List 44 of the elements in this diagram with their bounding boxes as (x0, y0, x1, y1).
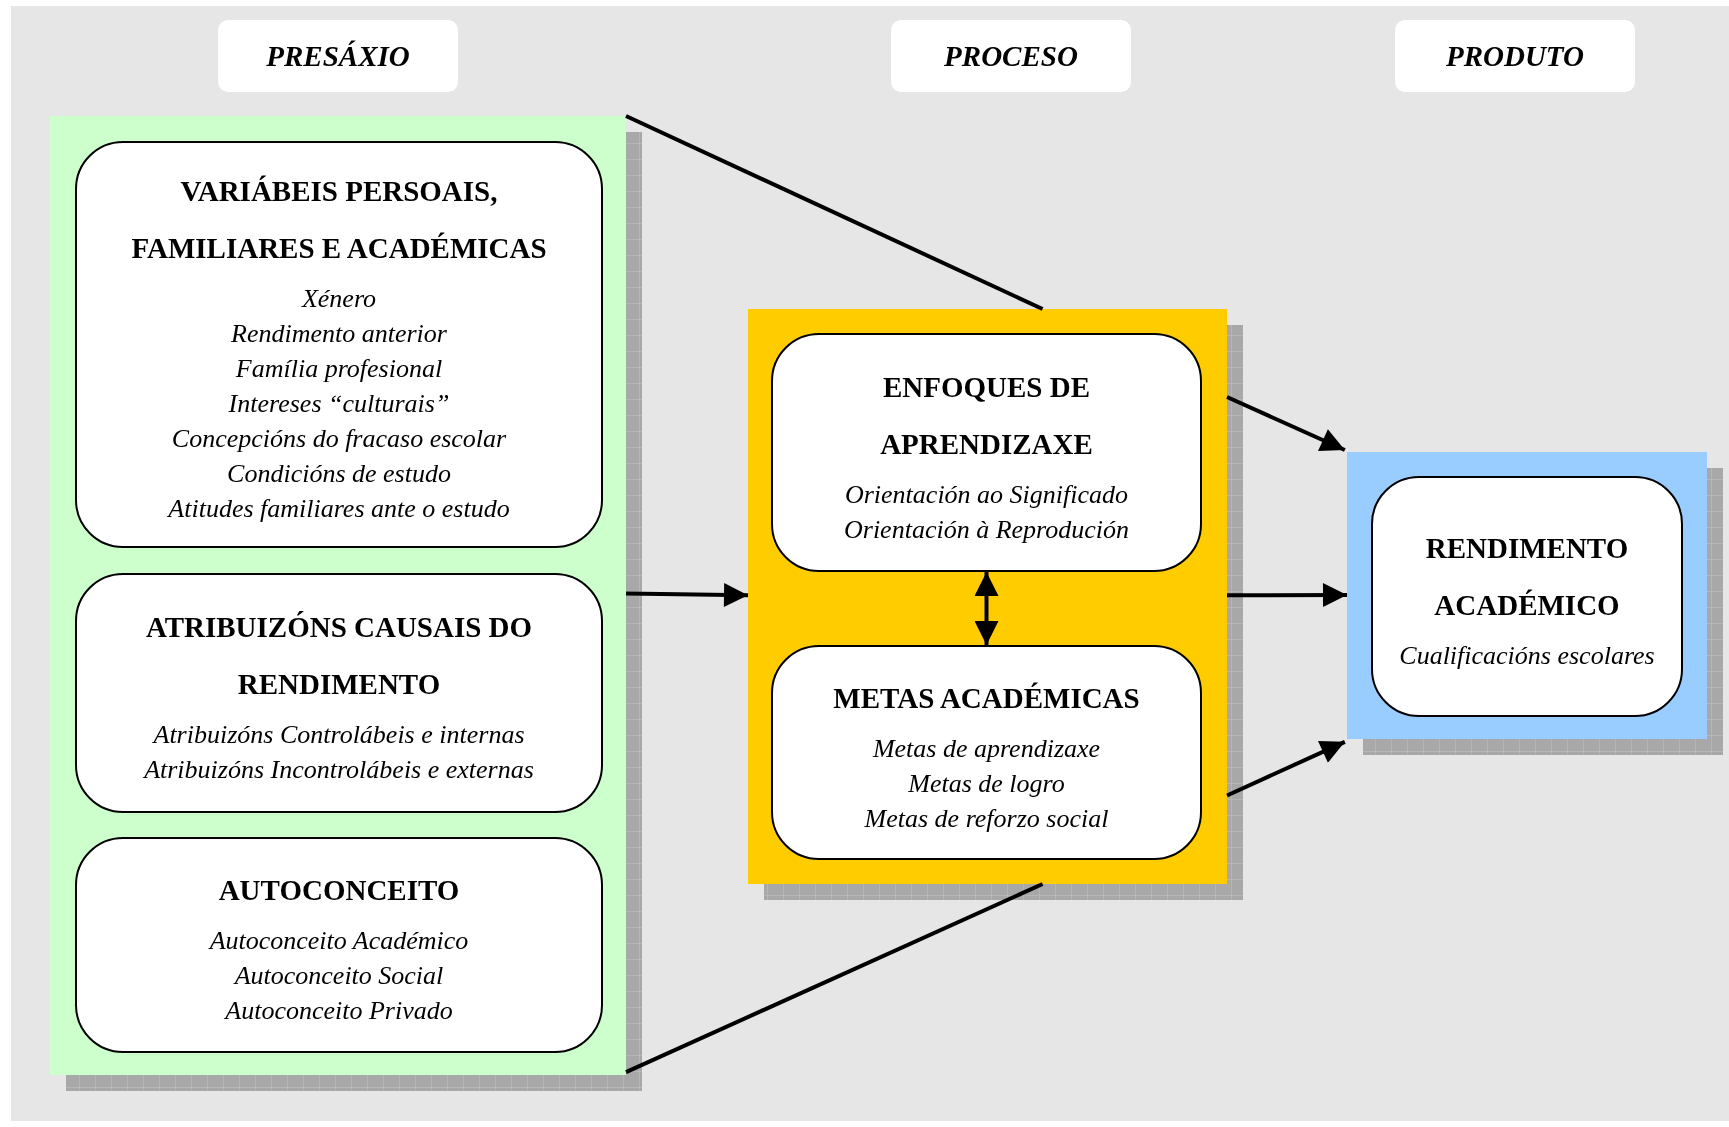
list-item: Autoconceito Privado (225, 995, 453, 1027)
rounded-box (771, 333, 1202, 572)
box-heading: RENDIMENTO ACADÉMICO (1424, 531, 1630, 623)
rounded-box (75, 141, 603, 548)
list-item: Atitudes familiares ante o estudo (168, 493, 510, 525)
rounded-box (771, 645, 1202, 860)
list-item: Metas de logro (908, 767, 1065, 800)
column-header: PRESÁXIO (266, 39, 410, 73)
list-item: Rendimento anterior (231, 318, 447, 350)
list-item: Autoconceito Académico (209, 925, 469, 957)
column-header: PRODUTO (1446, 39, 1584, 73)
rounded-box (1371, 476, 1683, 717)
panel (1347, 452, 1707, 739)
arrow (974, 572, 999, 645)
box-heading: ENFOQUES DE APRENDIZAXE (879, 369, 1094, 462)
arrow (1226, 740, 1346, 798)
list-item: Família profesional (235, 353, 443, 385)
column-header-card (218, 20, 458, 92)
column-header-card (891, 20, 1131, 92)
column-header: PROCESO (944, 39, 1078, 73)
panel (748, 309, 1227, 884)
arrow (625, 583, 749, 607)
list-item: Metas de aprendizaxe (872, 732, 1101, 765)
list-item: Metas de reforzo social (864, 802, 1109, 835)
box-heading: METAS ACADÉMICAS (833, 680, 1140, 716)
list-item: Autoconceito Social (234, 960, 444, 992)
list-item: Atribuizóns Controlábeis e internas (153, 719, 525, 751)
list-item: Atribuizóns Incontrolábeis e externas (144, 754, 534, 786)
column-header-card (1395, 20, 1635, 92)
list-item: Intereses “culturais” (228, 388, 450, 420)
list-item: Condicións de estudo (227, 458, 451, 490)
arrow (1227, 583, 1347, 607)
list-item: Orientación à Reprodución (844, 513, 1129, 546)
box-heading: ATRIBUIZÓNS CAUSAIS DO RENDIMENTO (144, 610, 534, 702)
rounded-box (75, 837, 603, 1053)
box-heading: VARIÁBEIS PERSOAIS, FAMILIARES E ACADÉMICAS (130, 174, 548, 266)
list-item: Concepcións do fracaso escolar (171, 423, 507, 455)
rounded-box (75, 573, 603, 813)
list-item: Xénero (301, 283, 377, 315)
box-heading: AUTOCONCEITO (218, 873, 460, 908)
list-item: Orientación ao Significado (844, 478, 1129, 511)
list-item: Cualificacións escolares (1399, 640, 1655, 672)
panel (50, 116, 626, 1075)
arrow (1226, 395, 1346, 452)
